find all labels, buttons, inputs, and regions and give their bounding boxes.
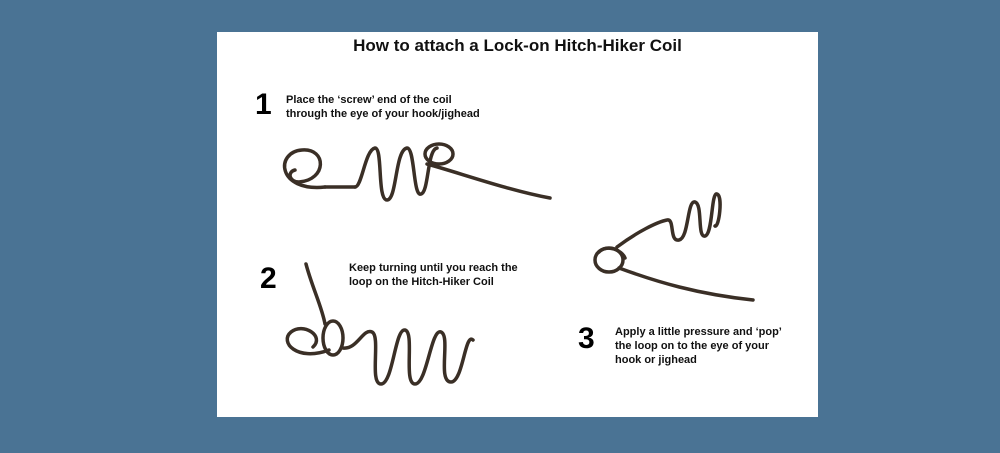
step-3-coil-photo [593,192,755,302]
step-1-number: 1 [255,88,272,121]
step-3-text: Apply a little pressure and ‘pop’ the lo… [615,325,782,367]
step-2-line-2: loop on the Hitch-Hiker Coil [349,276,494,288]
step-2-coil-photo [285,262,475,386]
step-3-line-2: the loop on to the eye of your [615,340,769,352]
step-1-coil-photo [283,142,552,202]
step-1-text: Place the ‘screw’ end of the coil throug… [286,93,480,121]
step-3-number: 3 [578,322,595,355]
page-title: How to attach a Lock-on Hitch-Hiker Coil [353,36,682,55]
step-2-text: Keep turning until you reach the loop on… [349,261,518,289]
step-1-line-1: Place the ‘screw’ end of the coil [286,94,452,106]
step-2-line-1: Keep turning until you reach the [349,262,518,274]
step-3-line-3: hook or jighead [615,354,697,366]
step-2-number: 2 [260,262,277,295]
step-1-line-2: through the eye of your hook/jighead [286,108,480,120]
instruction-card: How to attach a Lock-on Hitch-Hiker Coil… [217,32,818,417]
step-3-line-1: Apply a little pressure and ‘pop’ [615,326,782,338]
